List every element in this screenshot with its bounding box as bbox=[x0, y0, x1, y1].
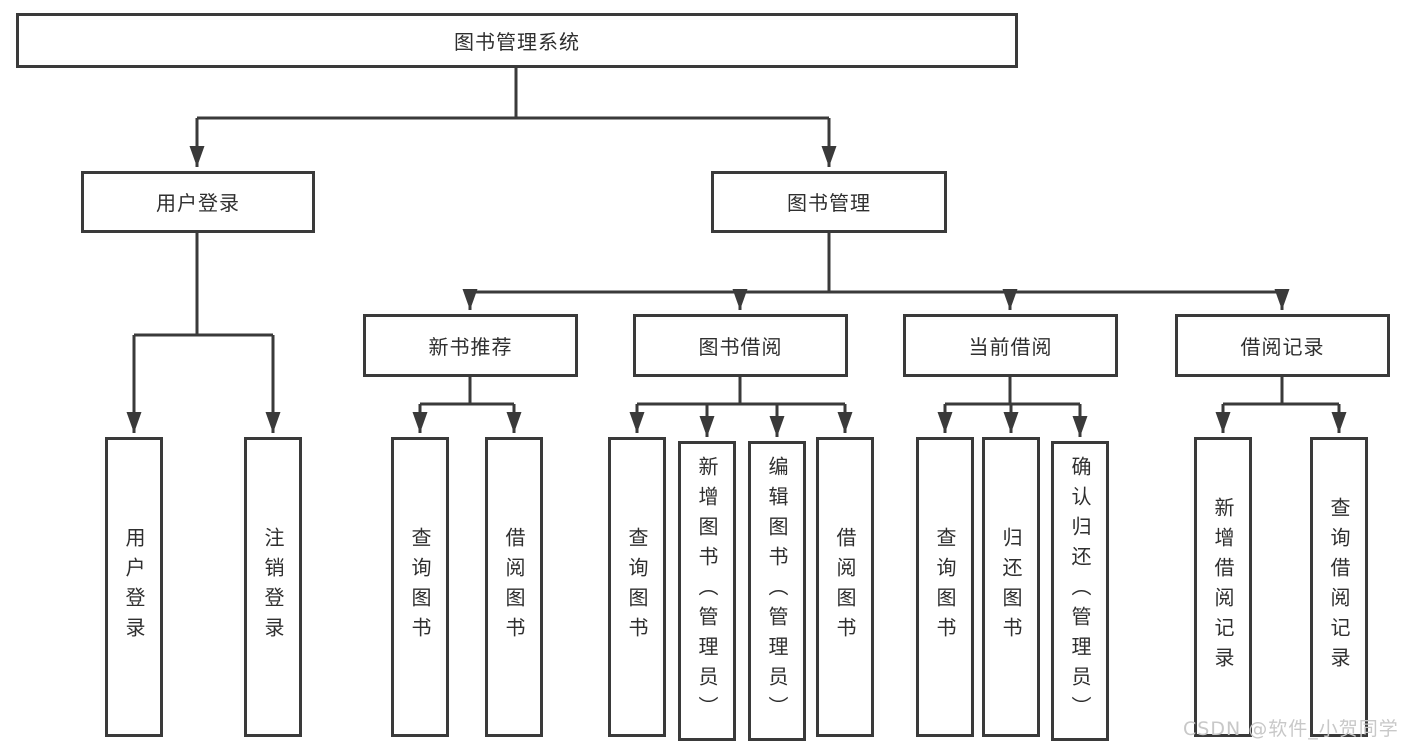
node-nbr-borrow-book: 借阅图书 bbox=[485, 437, 543, 737]
node-logout-label: 注销登录 bbox=[261, 527, 285, 647]
node-current-borrowing-label: 当前借阅 bbox=[968, 334, 1053, 359]
node-book-management: 图书管理 bbox=[711, 171, 947, 233]
node-br-add-record: 新增借阅记录 bbox=[1194, 437, 1252, 737]
node-new-book-recommendation-label: 新书推荐 bbox=[428, 334, 513, 359]
node-nbr-query-book-label: 查询图书 bbox=[408, 527, 432, 647]
node-cb-return-book: 归还图书 bbox=[982, 437, 1040, 737]
node-nbr-borrow-book-label: 借阅图书 bbox=[502, 527, 526, 647]
node-user-login: 用户登录 bbox=[81, 171, 315, 233]
node-new-book-recommendation: 新书推荐 bbox=[363, 314, 578, 377]
node-user-login-leaf-label: 用户登录 bbox=[122, 527, 146, 647]
node-cb-confirm-return-admin: 确认归还（管理员） bbox=[1051, 441, 1109, 741]
node-current-borrowing: 当前借阅 bbox=[903, 314, 1118, 377]
node-library-management-system-label: 图书管理系统 bbox=[454, 29, 580, 54]
csdn-watermark: CSDN @软件_小贺同学 bbox=[1183, 718, 1399, 740]
node-cb-query-book: 查询图书 bbox=[916, 437, 974, 737]
node-user-login-leaf: 用户登录 bbox=[105, 437, 163, 737]
node-br-query-record-label: 查询借阅记录 bbox=[1327, 497, 1351, 677]
node-bb-query-book: 查询图书 bbox=[608, 437, 666, 737]
node-bb-edit-book-admin-label: 编辑图书（管理员） bbox=[765, 456, 789, 726]
node-cb-query-book-label: 查询图书 bbox=[933, 527, 957, 647]
node-bb-query-book-label: 查询图书 bbox=[625, 527, 649, 647]
node-br-query-record: 查询借阅记录 bbox=[1310, 437, 1368, 737]
node-nbr-query-book: 查询图书 bbox=[391, 437, 449, 737]
node-book-borrowing-label: 图书借阅 bbox=[698, 334, 783, 359]
node-bb-edit-book-admin: 编辑图书（管理员） bbox=[748, 441, 806, 741]
node-br-add-record-label: 新增借阅记录 bbox=[1211, 497, 1235, 677]
node-logout: 注销登录 bbox=[244, 437, 302, 737]
node-bb-borrow-book: 借阅图书 bbox=[816, 437, 874, 737]
node-book-borrowing: 图书借阅 bbox=[633, 314, 848, 377]
node-bb-add-book-admin: 新增图书（管理员） bbox=[678, 441, 736, 741]
node-cb-return-book-label: 归还图书 bbox=[999, 527, 1023, 647]
node-library-management-system: 图书管理系统 bbox=[16, 13, 1018, 68]
node-user-login-label: 用户登录 bbox=[156, 191, 240, 215]
node-book-management-label: 图书管理 bbox=[787, 191, 871, 215]
node-borrowing-records-label: 借阅记录 bbox=[1240, 334, 1325, 359]
node-bb-add-book-admin-label: 新增图书（管理员） bbox=[695, 456, 719, 726]
node-cb-confirm-return-admin-label: 确认归还（管理员） bbox=[1068, 456, 1092, 726]
node-bb-borrow-book-label: 借阅图书 bbox=[833, 527, 857, 647]
node-borrowing-records: 借阅记录 bbox=[1175, 314, 1390, 377]
